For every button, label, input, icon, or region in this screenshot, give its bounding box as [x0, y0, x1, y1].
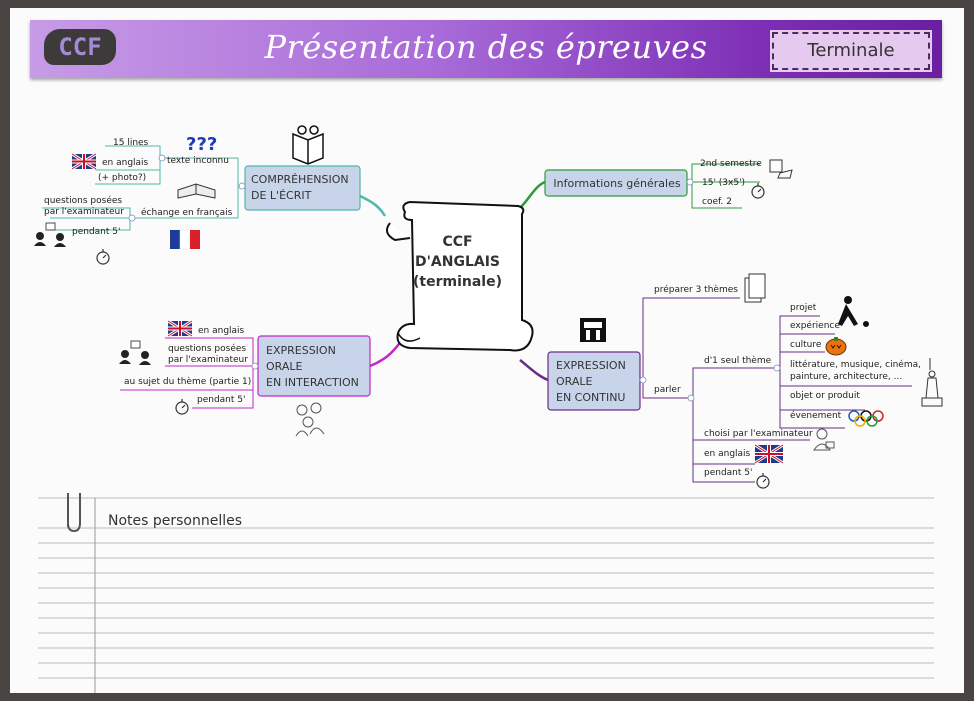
level-tag: Terminale [772, 32, 930, 70]
pumpkin-icon [825, 337, 847, 356]
center-line-2: D'ANGLAIS [415, 254, 500, 270]
pendant-comp-label: pendant 5' [72, 227, 121, 237]
theme-objet: objet or produit [790, 391, 860, 401]
interaction-title-line2: ORALE [266, 360, 303, 373]
pendant-interaction-label: pendant 5' [197, 395, 246, 405]
examiner-icon [813, 428, 835, 451]
continu-title-line3: EN CONTINU [556, 391, 626, 404]
french-flag-icon [170, 229, 200, 250]
interaction-title-line1: EXPRESSION [266, 344, 336, 357]
notes-area [38, 493, 934, 693]
olympic-rings-icon [848, 410, 884, 427]
center-line-3: (terminale) [413, 274, 502, 290]
open-book-icon [177, 183, 216, 199]
uk-flag-icon [167, 319, 193, 338]
group-people-icon [295, 402, 325, 437]
echange-label: échange en français [141, 208, 233, 218]
seul-theme-label: d'1 seul thème [704, 356, 772, 366]
center-line-1: CCF [442, 234, 473, 250]
connector-comprehension [359, 194, 387, 217]
reading-book-icon [292, 125, 324, 165]
theme-experience: expérience [790, 321, 840, 331]
paperclip-icon [67, 493, 81, 533]
sujet-label: au sujet du thème (partie 1) [124, 377, 252, 387]
comprehension-title: COMPRÉHENSION DE L'ÉCRIT [247, 170, 359, 206]
comprehension-title-line2: DE L'ÉCRIT [251, 189, 312, 202]
continu-title-line2: ORALE [556, 375, 593, 388]
soccer-player-icon [838, 296, 869, 327]
conversation-icon [119, 340, 151, 365]
desk-icon [769, 159, 793, 179]
informations-title: Informations générales [553, 177, 681, 190]
questions-comp-line2: par l'examinateur [44, 207, 124, 217]
statue-of-liberty-icon [921, 358, 943, 407]
stopwatch-icon [756, 473, 770, 489]
box-comprehension [244, 165, 361, 211]
questions-comp-line1: questions posées [44, 196, 123, 206]
ccf-logo: CCF [44, 29, 116, 65]
theme-culture: culture [790, 340, 822, 350]
scroll-icon [385, 200, 534, 352]
header-banner: CCF Présentation des épreuves Terminale [30, 20, 942, 78]
stopwatch-icon [96, 249, 110, 265]
questions-interaction-line2: par l'examinateur [168, 355, 248, 365]
info-item-1: 15' (3x5') [702, 178, 746, 188]
interaction-title-line3: EN INTERACTION [266, 376, 359, 389]
notes-label: Notes personnelles [108, 513, 243, 529]
comprehension-title-line1: COMPRÉHENSION [251, 173, 349, 186]
parler-label: parler [654, 385, 681, 395]
lines-label: 15 lines [113, 138, 149, 148]
stopwatch-icon [751, 183, 765, 199]
connector-continu [519, 359, 549, 382]
conversation-icon [34, 222, 66, 247]
questions-interaction-line1: questions posées [168, 344, 247, 354]
photo-label: (+ photo?) [98, 173, 147, 183]
uk-flag-icon [71, 152, 97, 171]
en-anglais-comp-label: en anglais [102, 158, 149, 168]
en-anglais-continu-label: en anglais [704, 449, 751, 459]
page: CCF Présentation des épreuves Terminale [10, 8, 964, 693]
theme-projet: projet [790, 303, 817, 313]
theme-litterature-line1: littérature, musique, cinéma, [790, 360, 921, 370]
pendant-continu-label: pendant 5' [704, 468, 753, 478]
preparer-label: préparer 3 thèmes [654, 285, 738, 295]
stopwatch-icon [175, 399, 189, 415]
interaction-title: EXPRESSION ORALE EN INTERACTION [262, 341, 370, 393]
presentation-board-icon [580, 318, 606, 342]
uk-flag-icon [754, 443, 784, 465]
connector-informations [519, 180, 546, 209]
center-title: CCF D'ANGLAIS (terminale) [405, 230, 510, 294]
en-anglais-interaction-label: en anglais [198, 326, 245, 336]
info-item-2: coef. 2 [702, 197, 732, 207]
texte-inconnu-label: texte inconnu [167, 156, 229, 166]
paper-stack-icon [744, 273, 766, 303]
continu-title: EXPRESSION ORALE EN CONTINU [552, 356, 640, 408]
choisi-label: choisi par l'examinateur [704, 429, 813, 439]
connector-interaction [369, 342, 401, 368]
mind-map: ??? [34, 125, 943, 489]
question-marks-icon: ??? [186, 134, 217, 155]
theme-evenement: évenement [790, 411, 842, 421]
page-title: Présentation des épreuves [264, 28, 708, 66]
info-item-0: 2nd semestre [700, 159, 762, 169]
theme-litterature-line2: painture, architecture, ... [790, 372, 903, 382]
continu-title-line1: EXPRESSION [556, 359, 626, 372]
